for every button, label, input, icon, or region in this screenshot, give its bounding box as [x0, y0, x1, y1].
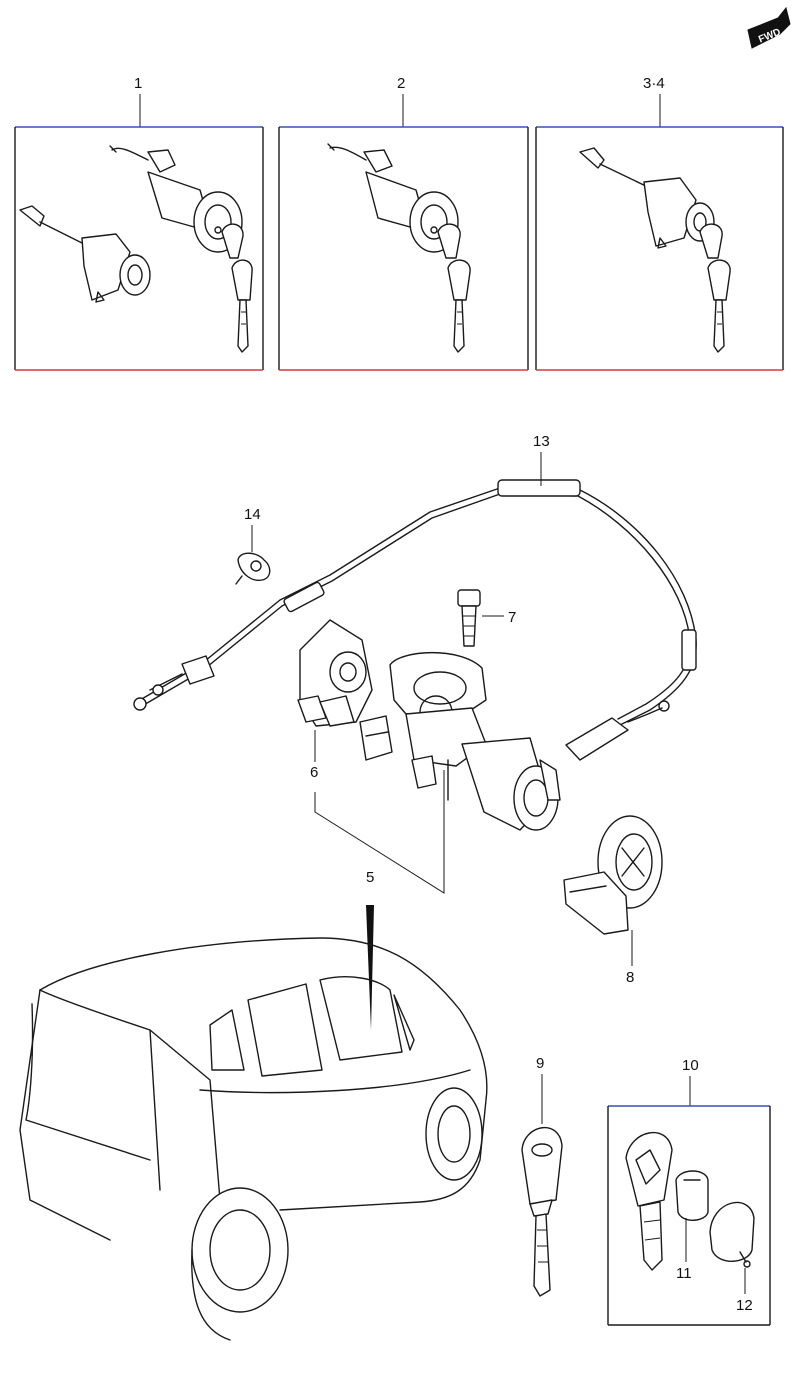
- callout-11: 11: [676, 1265, 692, 1282]
- cable-clamp-14: 14: [235, 506, 271, 585]
- shear-bolt-7: 7: [457, 589, 516, 647]
- pointer-arrow: [366, 905, 374, 1030]
- callout-10: 10: [682, 1057, 699, 1074]
- lock-set-box-3-4: 3·4: [535, 75, 784, 371]
- key-pair-drawing: [699, 223, 731, 353]
- callout-14: 14: [244, 506, 261, 523]
- callout-13: 13: [533, 433, 550, 450]
- steering-lock-assembly-5: 5: [314, 652, 561, 894]
- leader-5: [314, 770, 445, 894]
- callout-6: 6: [310, 764, 318, 781]
- fwd-direction-badge: FWD: [747, 6, 791, 49]
- door-lock-cylinder-drawing: [19, 205, 151, 303]
- key-kit-box-10: 10 11 12: [607, 1057, 771, 1326]
- lock-set-box-1: 1: [14, 75, 264, 371]
- vehicle-outline: [19, 905, 488, 1341]
- key-pair-drawing: [221, 223, 253, 353]
- callout-12: 12: [736, 1297, 753, 1314]
- ignition-cylinder-drawing: [109, 145, 243, 253]
- door-lock-cylinder-drawing: [579, 147, 715, 249]
- antenna-coil-8: 8: [563, 815, 663, 986]
- key-pair-drawing: [437, 223, 471, 353]
- key-body-drawing: [625, 1131, 673, 1271]
- callout-9: 9: [536, 1055, 544, 1072]
- lock-set-box-2: 2: [278, 75, 529, 371]
- callout-5: 5: [366, 869, 374, 886]
- callout-7: 7: [508, 609, 516, 626]
- callout-2: 2: [397, 75, 405, 92]
- callout-3-4: 3·4: [643, 75, 665, 92]
- interlock-cable-13: 13: [133, 433, 697, 761]
- key-cover-12: 12: [709, 1201, 755, 1314]
- ignition-switch-6: 6: [297, 619, 373, 781]
- transponder-key-9: 9: [521, 1055, 563, 1297]
- transponder-chip-11: 11: [675, 1170, 709, 1282]
- callout-1: 1: [134, 75, 142, 92]
- callout-8: 8: [626, 969, 634, 986]
